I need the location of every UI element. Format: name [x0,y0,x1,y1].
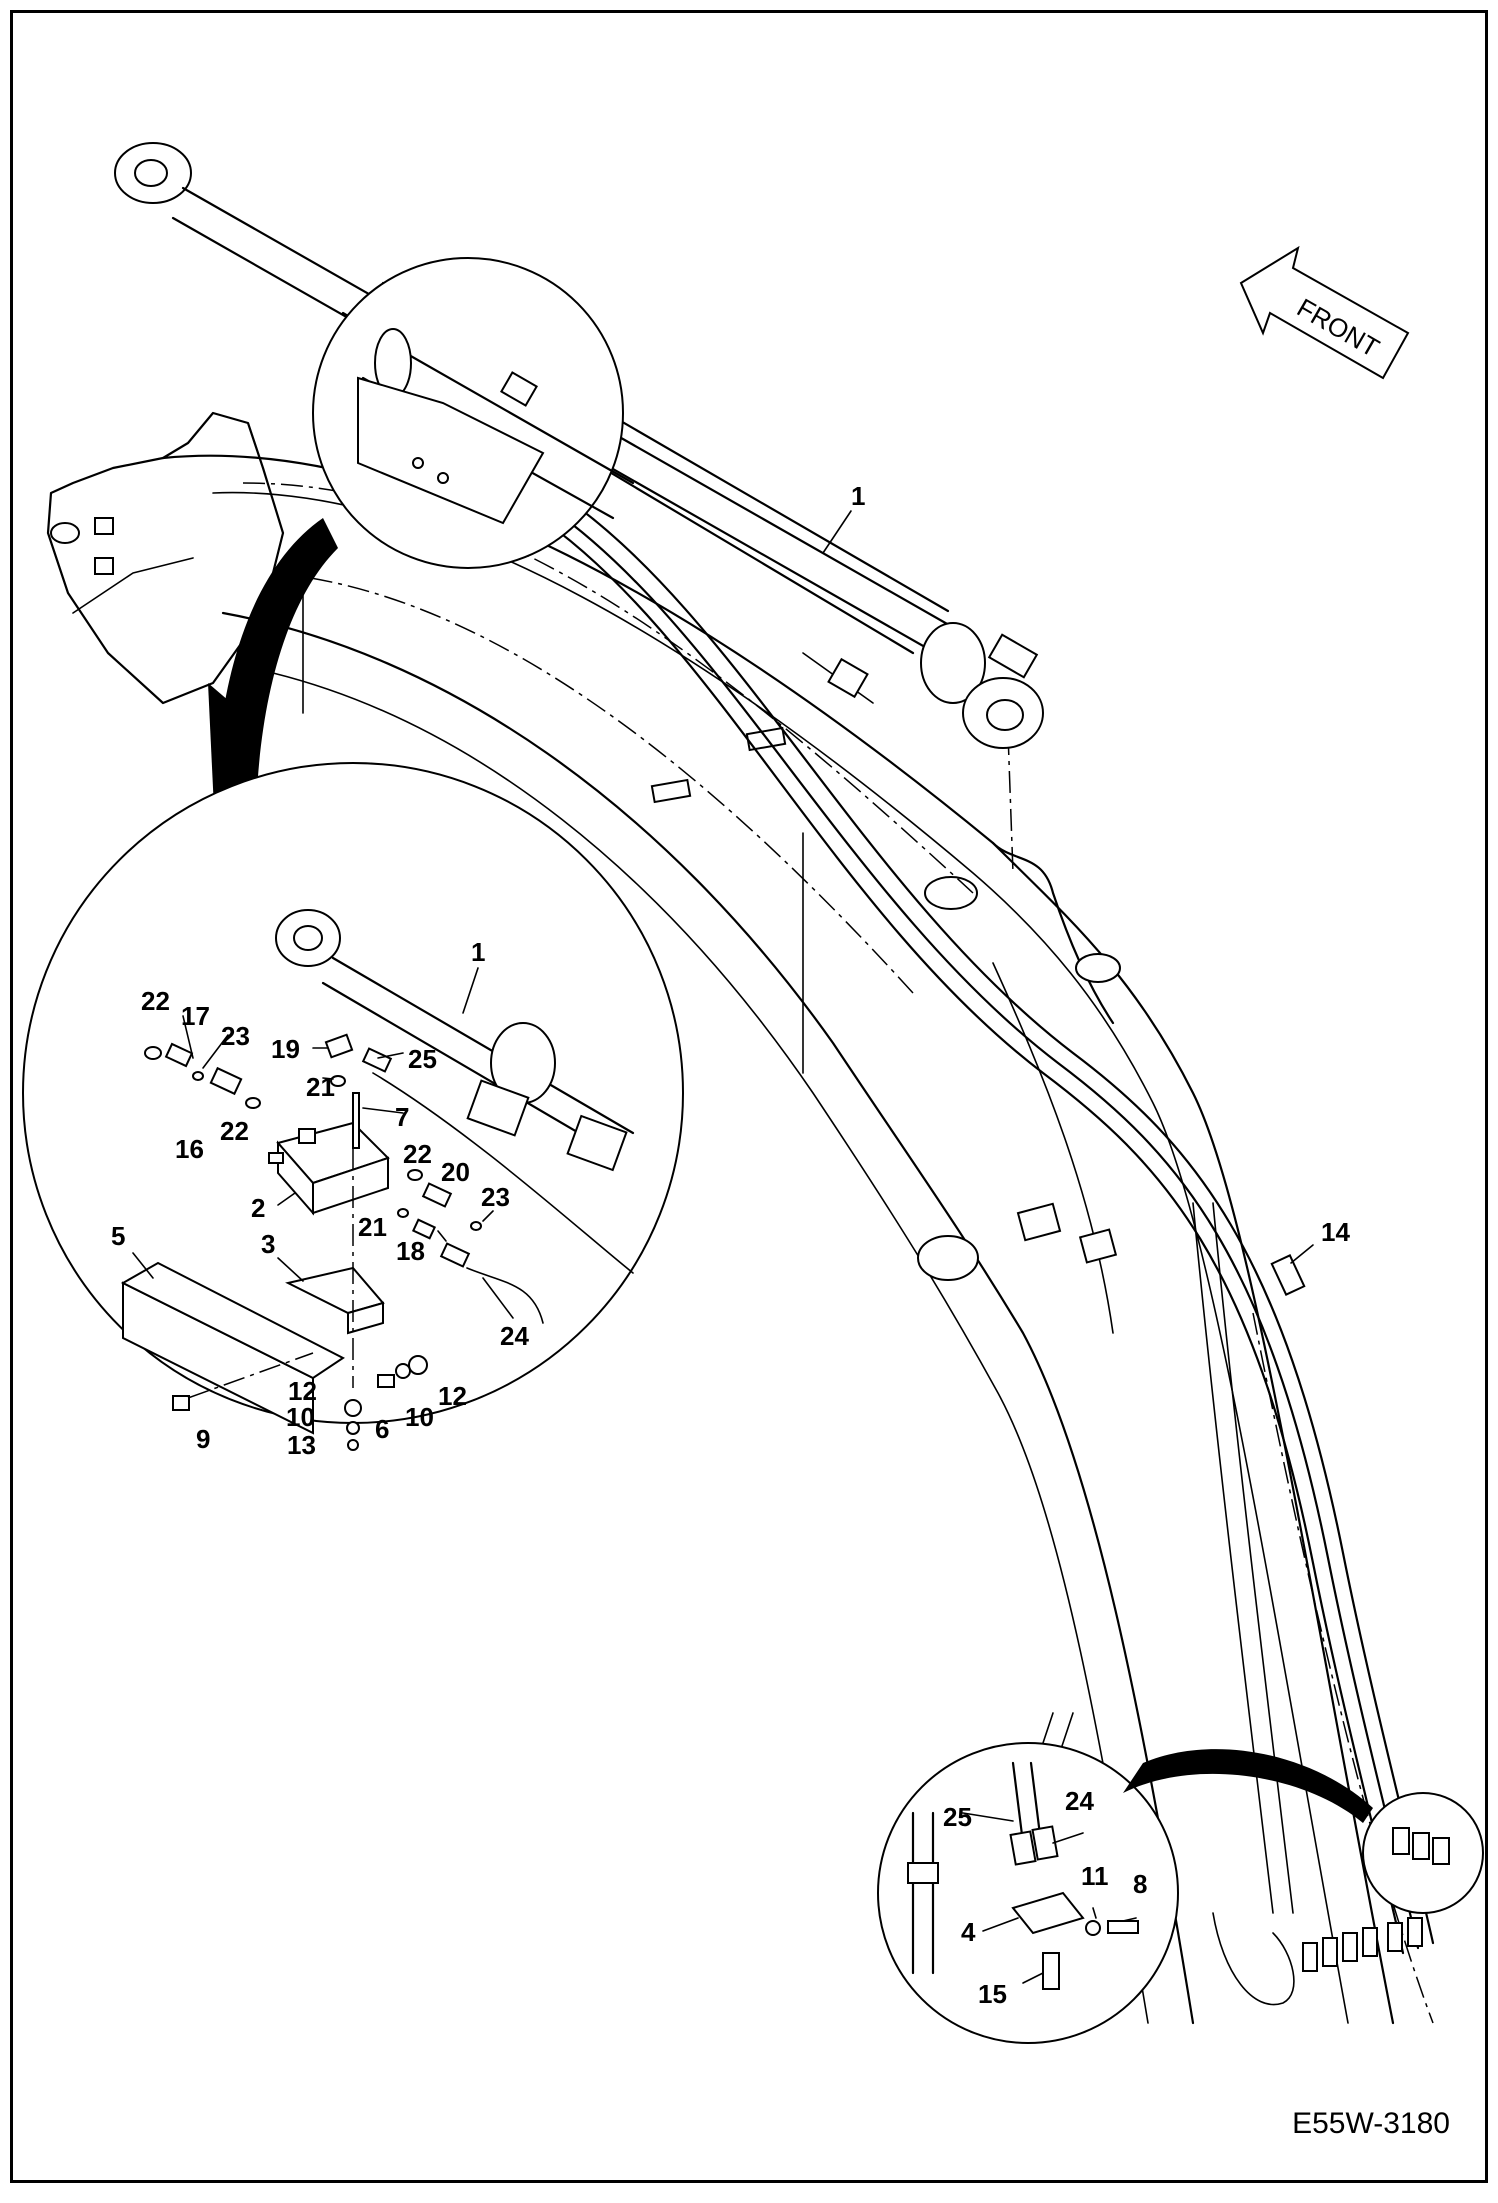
o-ring-21a [330,1075,346,1087]
callout-15: 15 [978,1979,1007,2009]
fitting-16 [209,1066,243,1096]
elbow-19 [324,1033,354,1059]
magnifier-detail-clamp [877,1742,1179,2044]
callout-8: 8 [1133,1869,1147,1899]
hose-run [531,491,1435,1955]
washer-12a [344,1399,362,1417]
figure-reference-code: E55W-3180 [1292,2107,1450,2140]
callout-23b: 23 [481,1182,510,1212]
leader-lines [132,510,1314,1984]
o-ring-22a [144,1046,162,1060]
fitting-15 [1042,1952,1060,1990]
callout-1-detail: 1 [471,937,485,967]
washer-10a [346,1421,360,1435]
callout-6: 6 [375,1414,389,1444]
callout-22c: 22 [403,1139,432,1169]
nut-13 [347,1439,359,1451]
boom-bracket-a [1016,1202,1062,1242]
callout-2: 2 [251,1193,265,1223]
callout-1-main: 1 [851,481,865,511]
boom-bracket-b [1078,1228,1118,1264]
callout-16: 16 [175,1134,204,1164]
callout-4: 4 [961,1917,976,1947]
callout-21a: 21 [306,1072,335,1102]
o-ring-23b [470,1221,482,1231]
hose-fitting-25 [1009,1830,1037,1866]
callout-22a: 22 [141,986,170,1016]
diagram-page: FRONT 1 14 1 22 17 23 19 25 21 7 [10,10,1488,2183]
callout-9: 9 [196,1424,210,1454]
magnifier-leader-arrow-bottom [1123,1749,1373,1823]
callout-24-detail: 24 [500,1321,529,1351]
cylinder-barrel-end [920,622,986,704]
callout-5: 5 [111,1221,125,1251]
boom-cylinder-mount-pin [924,876,978,910]
callout-22b: 22 [220,1116,249,1146]
callout-labels: 1 14 1 22 17 23 19 25 21 7 16 22 22 20 2… [111,481,1350,2009]
valve-cover-main [357,376,545,525]
bolt-7 [352,1092,360,1149]
callout-7: 7 [395,1102,409,1132]
callout-10a: 10 [286,1402,315,1432]
fitting-17 [164,1042,194,1068]
fitting-18 [411,1218,437,1240]
o-ring-22b [245,1097,261,1109]
washer-12b [408,1355,428,1375]
bolt-6 [377,1374,395,1388]
callout-25-bottom: 25 [943,1802,972,1832]
clamp-bracket-4 [1011,1891,1085,1935]
callout-11: 11 [1081,1861,1109,1891]
hose-end-24 [439,1242,471,1268]
hose-end-25 [361,1047,393,1073]
callout-14: 14 [1321,1217,1350,1247]
washer-10b [395,1363,411,1379]
o-ring-22c [407,1169,423,1181]
bolt-9 [172,1395,190,1411]
arm-pivot-pin [917,1235,979,1281]
magnifier-detail-valve-exploded [22,762,684,1451]
hose-end-fittings [1302,1917,1423,1972]
callout-21b: 21 [358,1212,387,1242]
callout-10b: 10 [405,1402,434,1432]
callout-19: 19 [271,1034,300,1064]
callout-12b: 12 [438,1381,467,1411]
callout-23a: 23 [221,1021,250,1051]
callout-13: 13 [287,1430,316,1460]
callout-18: 18 [396,1236,425,1266]
callout-17: 17 [181,1001,210,1031]
bolt-8 [1107,1920,1139,1934]
washer-11 [1085,1920,1101,1936]
fitting-20 [421,1182,453,1208]
front-direction-indicator: FRONT [1239,245,1410,380]
hose-fitting-24 [1031,1825,1059,1861]
o-ring-21b [397,1208,409,1218]
callout-20: 20 [441,1157,470,1187]
callout-12a: 12 [288,1376,317,1406]
callout-25-detail: 25 [408,1044,437,1074]
upper-pivot-boss [1075,953,1121,983]
magnifier-top-valve-view [312,257,635,569]
pin-boss-lower [94,557,114,575]
o-ring-23a [192,1071,204,1081]
pin-boss-upper [94,517,114,535]
callout-3: 3 [261,1229,275,1259]
exploded-parts-diagram: FRONT 1 14 1 22 17 23 19 25 21 7 [22,142,1484,2140]
boom-clip-a [650,778,692,804]
callout-24-bottom: 24 [1065,1786,1094,1816]
foot-pin-hole [50,522,80,544]
hose-clamp-14 [1270,1254,1306,1296]
